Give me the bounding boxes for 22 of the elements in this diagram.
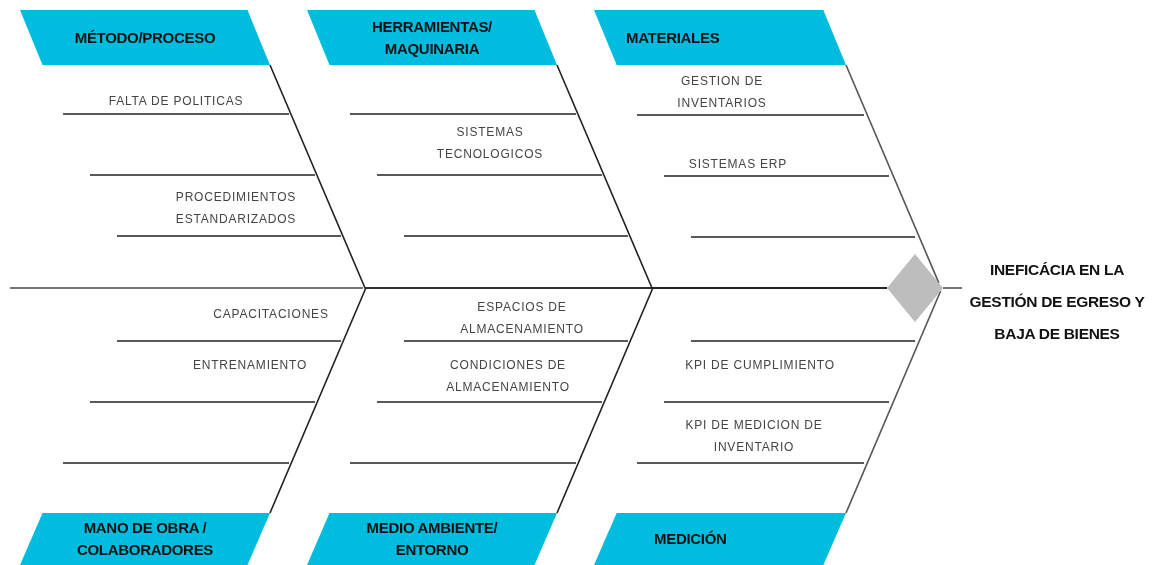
bone-line <box>942 287 963 289</box>
category-banner: MANO DE OBRA / COLABORADORES <box>20 513 270 565</box>
effect-text: INEFICÁCIA EN LA GESTIÓN DE EGRESO Y BAJA DE BIENES <box>962 254 1152 350</box>
cause-label: PROCEDIMIENTOS ESTANDARIZADOS <box>174 189 298 228</box>
cause-label: CONDICIONES DE ALMACENAMIENTO <box>445 357 571 396</box>
category-banner: MEDICIÓN <box>594 513 846 565</box>
category-banner: MATERIALES <box>594 10 846 65</box>
bone-line <box>845 64 940 284</box>
cause-label: KPI DE CUMPLIMIENTO <box>685 357 835 374</box>
cause-label: FALTA DE POLITICAS <box>108 93 244 110</box>
category-banner: HERRAMIENTAS/ MAQUINARIA <box>307 10 557 65</box>
cause-label: KPI DE MEDICION DE INVENTARIO <box>684 417 824 456</box>
head-diamond <box>887 254 943 322</box>
category-banner: MEDIO AMBIENTE/ ENTORNO <box>307 513 557 565</box>
cause-label: SISTEMAS ERP <box>688 156 788 173</box>
cause-label: SISTEMAS TECNOLOGICOS <box>435 124 545 163</box>
category-banner: MÉTODO/PROCESO <box>20 10 270 65</box>
bone-line <box>845 289 942 514</box>
cause-label: GESTION DE INVENTARIOS <box>676 73 768 112</box>
cause-label: ESPACIOS DE ALMACENAMIENTO <box>459 299 585 338</box>
cause-label: CAPACITACIONES <box>213 306 329 323</box>
cause-label: ENTRENAMIENTO <box>192 357 308 374</box>
